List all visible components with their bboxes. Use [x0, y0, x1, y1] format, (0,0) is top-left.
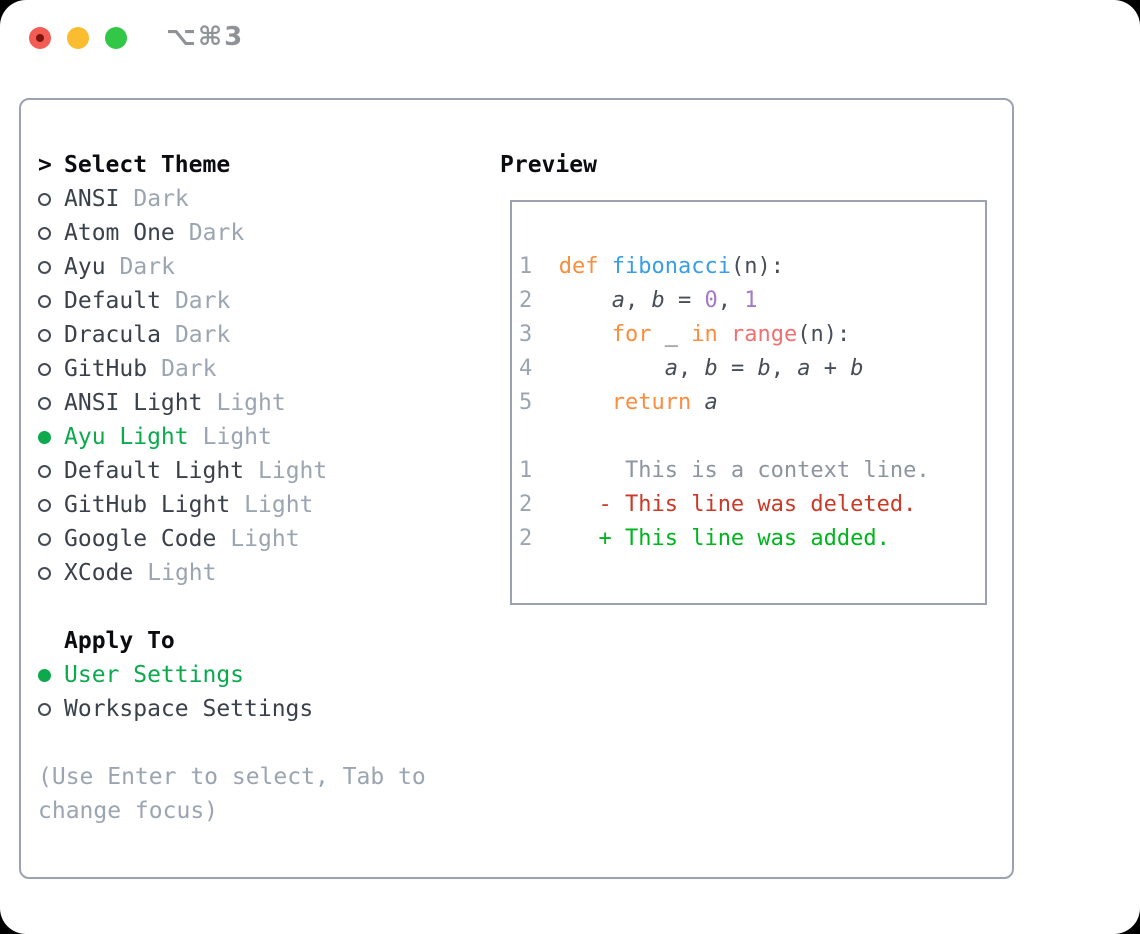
option-label: Default Light	[64, 458, 245, 484]
option-label: Atom One	[64, 220, 175, 246]
zoom-button[interactable]	[105, 27, 127, 49]
code-line: 4 a, b = b, a + b	[519, 356, 864, 381]
theme-variant-tag: Light	[244, 492, 314, 518]
radio-icon	[38, 328, 64, 342]
radio-icon	[38, 396, 64, 410]
apply-to-header: Apply To	[38, 624, 313, 658]
theme-option[interactable]: Default Light Light	[38, 454, 327, 488]
theme-option[interactable]: Atom One Dark	[38, 216, 327, 250]
prompt-icon: >	[38, 152, 52, 178]
theme-variant-tag: Dark	[119, 254, 175, 280]
option-label: Ayu Light	[64, 424, 189, 450]
radio-selected-icon	[38, 668, 64, 682]
code-line: 5 return a	[519, 390, 718, 415]
theme-variant-tag: Dark	[133, 186, 189, 212]
minimize-button[interactable]	[67, 27, 89, 49]
theme-option[interactable]: Dracula Dark	[38, 318, 327, 352]
radio-icon	[38, 464, 64, 478]
radio-icon	[38, 498, 64, 512]
option-label: Default	[64, 288, 161, 314]
modified-indicator-dot	[36, 34, 44, 42]
option-label: GitHub Light	[64, 492, 231, 518]
theme-variant-tag: Dark	[161, 356, 217, 382]
radio-icon	[38, 532, 64, 546]
window-titlebar: ⌥⌘3	[0, 0, 1140, 76]
option-label: ANSI Light	[64, 390, 203, 416]
theme-variant-tag: Light	[147, 560, 217, 586]
code-line	[519, 420, 985, 454]
radio-icon	[38, 192, 64, 206]
code-line: 2 a, b = 0, 1	[519, 288, 758, 313]
radio-icon	[38, 362, 64, 376]
option-label: ANSI	[64, 186, 120, 212]
theme-variant-tag: Dark	[174, 322, 231, 348]
radio-icon	[38, 260, 64, 274]
theme-option[interactable]: Google Code Light	[38, 522, 327, 556]
keyboard-hint: (Use Enter to select, Tab to change focu…	[38, 764, 426, 824]
code-line: 2 + This line was added.	[519, 526, 890, 551]
option-label: User Settings	[64, 662, 245, 688]
apply-to-option[interactable]: User Settings	[38, 658, 313, 692]
theme-variant-tag: Light	[258, 458, 328, 484]
radio-selected-icon	[38, 430, 64, 444]
theme-variant-tag: Light	[216, 390, 286, 416]
option-label: Dracula	[64, 322, 161, 348]
option-label: Ayu	[64, 254, 106, 280]
preview-title: Preview	[500, 152, 597, 178]
theme-variant-tag: Dark	[188, 220, 245, 246]
theme-option[interactable]: XCode Light	[38, 556, 327, 590]
theme-list-title: Select Theme	[64, 152, 231, 178]
radio-icon	[38, 702, 64, 716]
radio-icon	[38, 226, 64, 240]
apply-to-title: Apply To	[64, 628, 175, 654]
theme-option[interactable]: ANSI Light Light	[38, 386, 327, 420]
theme-option[interactable]: Default Dark	[38, 284, 327, 318]
window-shortcut-label: ⌥⌘3	[166, 22, 245, 52]
code-line: 1 This is a context line.	[519, 458, 930, 483]
theme-option[interactable]: Ayu Dark	[38, 250, 327, 284]
radio-icon	[38, 566, 64, 580]
apply-to-option[interactable]: Workspace Settings	[38, 692, 313, 726]
preview-pane: 1 def fibonacci(n): 2 a, b = 0, 1 3 for _ …	[510, 200, 987, 605]
option-label: XCode	[64, 560, 134, 586]
theme-option[interactable]: Ayu Light Light	[38, 420, 327, 454]
close-button[interactable]	[29, 27, 51, 49]
theme-option[interactable]: ANSI Dark	[38, 182, 327, 216]
theme-option[interactable]: GitHub Light Light	[38, 488, 327, 522]
code-line: 2 - This line was deleted.	[519, 492, 917, 517]
option-label: Workspace Settings	[64, 696, 314, 722]
theme-variant-tag: Dark	[174, 288, 231, 314]
theme-variant-tag: Light	[202, 424, 272, 450]
option-label: GitHub	[64, 356, 148, 382]
theme-option[interactable]: GitHub Dark	[38, 352, 327, 386]
theme-list-header: > Select Theme	[38, 148, 327, 182]
theme-variant-tag: Light	[230, 526, 300, 552]
radio-icon	[38, 294, 64, 308]
option-label: Google Code	[64, 526, 217, 552]
code-line: 1 def fibonacci(n):	[519, 254, 784, 279]
code-line: 3 for _ in range(n):	[519, 322, 851, 347]
